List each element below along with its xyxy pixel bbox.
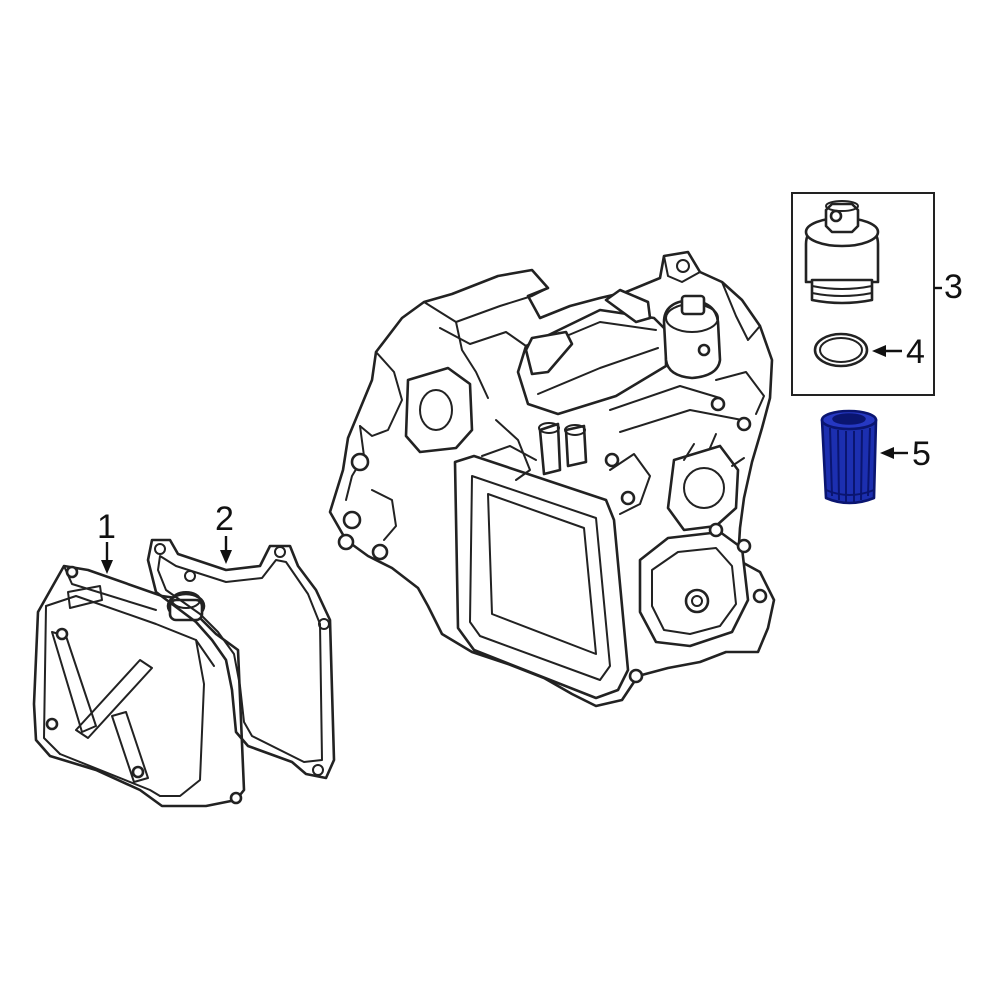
housing-seal-ring (813, 332, 869, 368)
filter-housing-cap (804, 200, 880, 305)
transmission-filter (820, 409, 878, 505)
callout-5-label: 5 (912, 435, 931, 473)
callout-2-label: 2 (215, 500, 234, 538)
callout-4-label: 4 (906, 333, 925, 371)
callout-3-label: 3 (944, 268, 963, 306)
assembly-group-box (791, 192, 935, 396)
oil-pan-gasket (146, 538, 336, 780)
callout-1-label: 1 (97, 508, 116, 546)
transmission-housing (328, 250, 776, 708)
transmission-oil-pan (32, 564, 246, 808)
callout-leaders (101, 286, 942, 574)
